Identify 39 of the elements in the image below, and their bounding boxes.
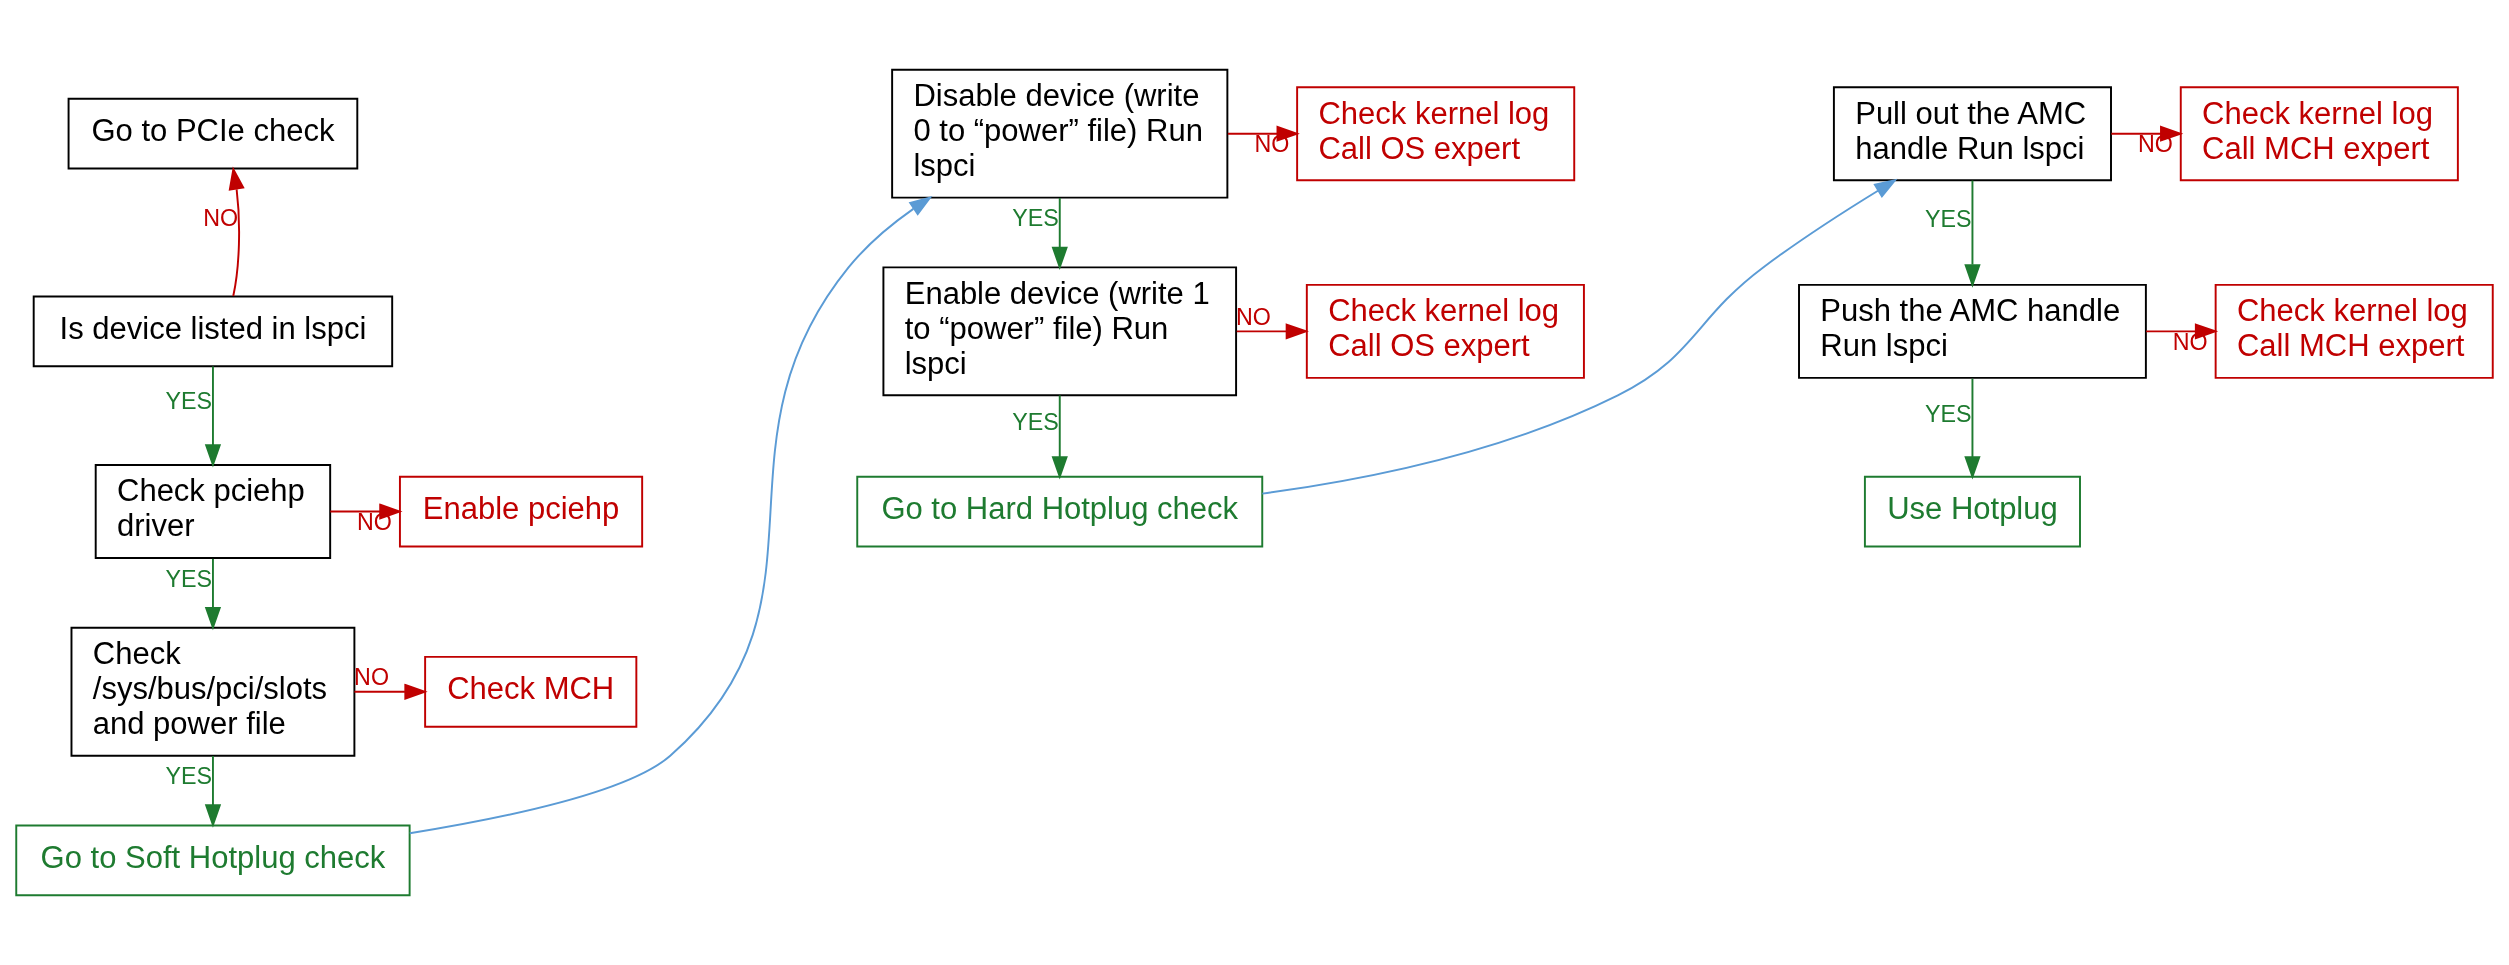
edge-label: YES	[165, 387, 212, 414]
edge-label: NO	[354, 664, 389, 691]
arrow	[1051, 197, 1068, 271]
arrow	[1051, 394, 1068, 480]
arrow	[1964, 179, 1981, 288]
edge-label: YES	[1924, 205, 1972, 232]
arrow	[204, 365, 222, 468]
node-box: Check /sys/bus/pci/slots and power file	[70, 626, 356, 757]
arrow	[408, 196, 933, 835]
arrow	[1235, 323, 1309, 340]
arrow	[1261, 178, 1898, 495]
node-box: Check kernel log Call OS expert	[1305, 283, 1585, 379]
arrow	[228, 166, 245, 298]
arrow	[353, 683, 428, 700]
edge-label: NO	[203, 205, 239, 232]
node-box: Pull out the AMC handle Run lspci	[1832, 86, 2112, 182]
node-box: Go to Hard Hotplug check	[856, 475, 1264, 548]
edge-label: YES	[165, 566, 212, 593]
edge-label: NO	[1235, 303, 1271, 330]
node-box: Go to Soft Hotplug check	[15, 824, 411, 897]
node-box: Enable pciehp	[398, 475, 644, 548]
node-box: Check kernel log Call OS expert	[1296, 86, 1576, 182]
node-box: Is device listed in lspci	[32, 295, 394, 368]
edge-label: YES	[1012, 205, 1059, 231]
node-box: Go to PCIe check	[67, 97, 359, 170]
edge-label: YES	[165, 762, 212, 789]
node-box: Check kernel log Call MCH expert	[2179, 86, 2459, 182]
arrow	[204, 755, 222, 828]
edge-label: YES	[1924, 400, 1972, 427]
node-box: Check kernel log Call MCH expert	[2214, 283, 2494, 379]
node-box: Check MCH	[424, 655, 638, 728]
node-box: Check pciehp driver	[94, 464, 332, 560]
node-box: Enable device (write 1 to “power” file) Run lspci	[882, 266, 1238, 397]
node-box: Use Hotplug	[1863, 475, 2081, 548]
edge-label: YES	[1012, 408, 1059, 435]
node-box: Disable device (write 0 to “power” file) Run lspci	[891, 68, 1229, 199]
node-box: Push the AMC handle Run lspci	[1798, 283, 2147, 379]
arrow	[204, 557, 222, 631]
arrow	[1964, 377, 1981, 480]
